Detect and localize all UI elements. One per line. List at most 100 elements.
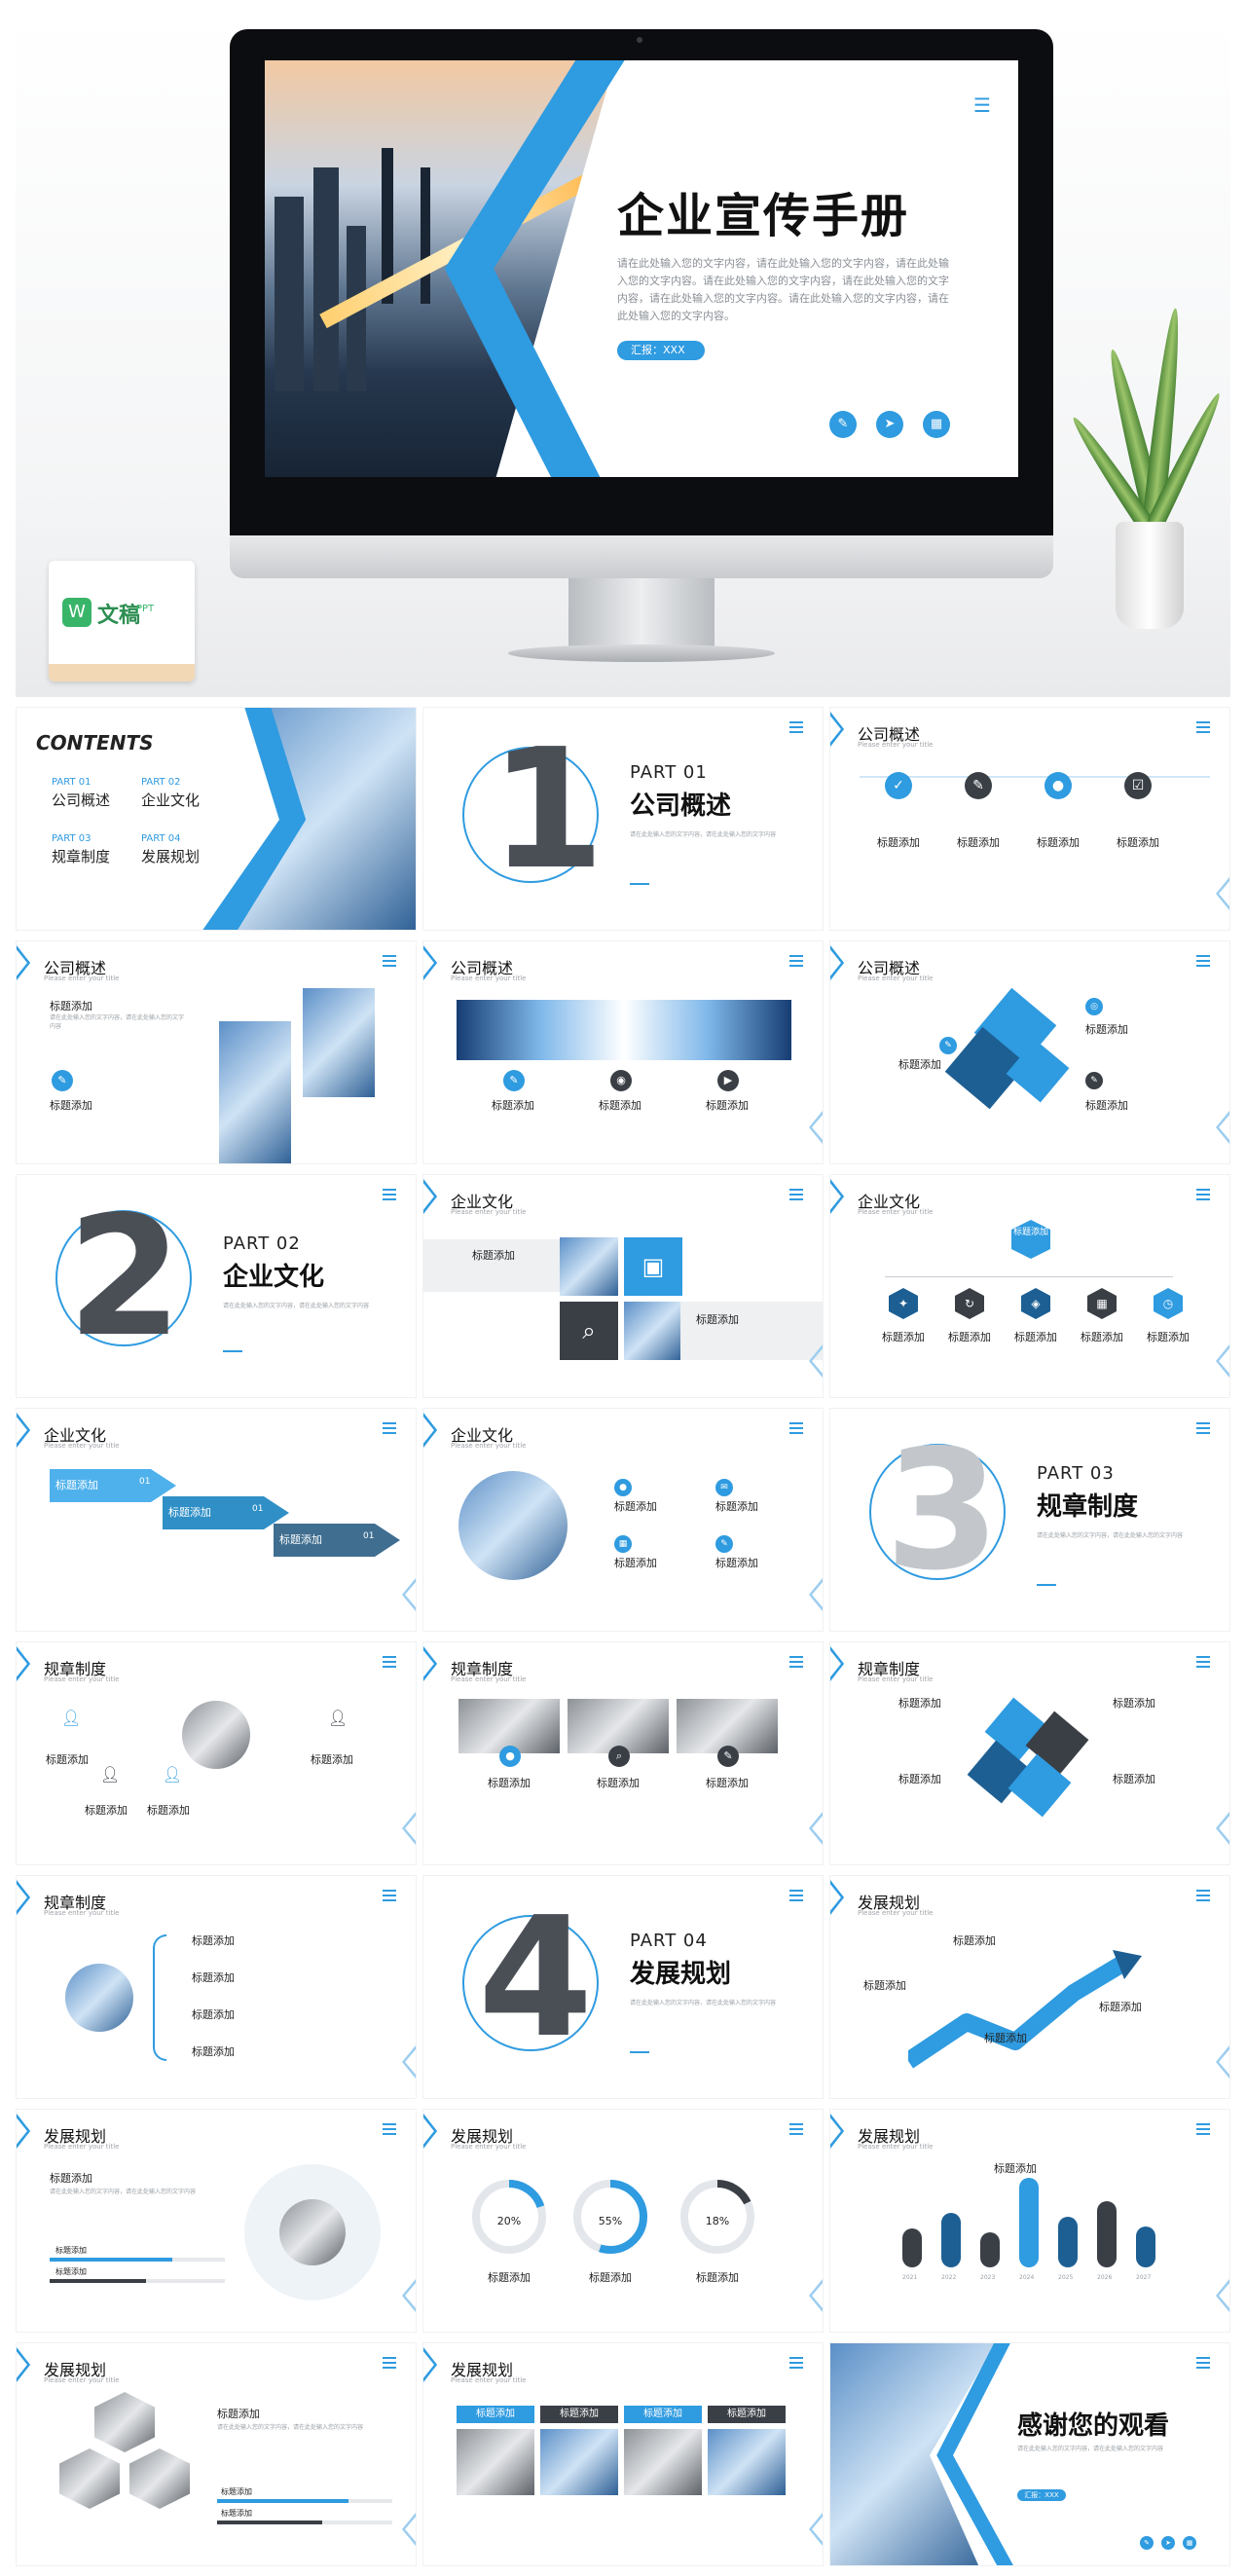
- tab-label[interactable]: 标题添加: [624, 2406, 702, 2423]
- menu-icon[interactable]: [1196, 2123, 1210, 2135]
- menu-icon[interactable]: [789, 1422, 803, 1434]
- slide-rules-list[interactable]: 规章制度 Please enter your title 标题添加 标题添加 标…: [16, 1875, 417, 2099]
- monitor-icon[interactable]: ▣: [624, 1237, 682, 1296]
- refresh-icon[interactable]: ↻: [955, 1288, 984, 1319]
- item-label: 标题添加: [614, 1557, 657, 1569]
- menu-icon[interactable]: [1196, 955, 1210, 967]
- slide-thanks[interactable]: 感谢您的观看 请在此处输入您的文字内容，请在此处输入您的文字内容 汇报：XXX …: [829, 2342, 1230, 2566]
- eye-icon[interactable]: ◉: [610, 1070, 632, 1091]
- menu-icon[interactable]: [383, 1422, 396, 1434]
- cursor-icon[interactable]: ➤: [1161, 2536, 1175, 2550]
- slide-rules-photos[interactable]: 规章制度 Please enter your title ● ⌕ ✎ 标题添加 …: [422, 1641, 824, 1865]
- slide-contents[interactable]: CONTENTS PART 01 公司概述 PART 02 企业文化 PART …: [16, 707, 417, 931]
- calendar-icon[interactable]: ▦: [614, 1535, 632, 1553]
- slide-plan-donuts[interactable]: 发展规划 Please enter your title 20% 55% 18%…: [422, 2109, 824, 2333]
- contents-item[interactable]: 公司概述: [52, 791, 111, 809]
- menu-icon[interactable]: [789, 1189, 803, 1200]
- menu-icon[interactable]: [1196, 1189, 1210, 1200]
- slide-plan-hexphotos[interactable]: 发展规划 Please enter your title 标题添加 请在此处输入…: [16, 2342, 417, 2566]
- slide-rules-puzzle[interactable]: 规章制度 Please enter your title 标题添加 标题添加 标…: [829, 1641, 1230, 1865]
- wallet-icon[interactable]: ◈: [1021, 1288, 1050, 1319]
- pencil-icon[interactable]: ✎: [715, 1535, 733, 1553]
- menu-icon[interactable]: [1196, 1422, 1210, 1434]
- brand-sub: PPT: [136, 604, 155, 614]
- slide-rules-people[interactable]: 规章制度 Please enter your title 👤︎ 标题添加 👤︎ …: [16, 1641, 417, 1865]
- contents-item[interactable]: 企业文化: [141, 791, 201, 809]
- item-label: 标题添加: [957, 836, 1000, 849]
- menu-icon[interactable]: [789, 1656, 803, 1668]
- menu-icon[interactable]: ☰: [973, 93, 991, 117]
- menu-icon[interactable]: [789, 1890, 803, 1901]
- contents-title: CONTENTS: [36, 731, 154, 754]
- cursor-icon[interactable]: ➤: [876, 411, 903, 438]
- slide-overview-circles[interactable]: 公司概述 Please enter your title ✓ ✎ ● ☑ 标题添…: [829, 707, 1230, 931]
- menu-icon[interactable]: [1196, 2357, 1210, 2369]
- slide-part-03[interactable]: 3 PART 03 规章制度 请在此处输入您的文字内容，请在此处输入您的文字内容: [829, 1408, 1230, 1632]
- menu-icon[interactable]: [1196, 721, 1210, 733]
- video-icon[interactable]: ▶: [717, 1070, 739, 1091]
- chat-icon[interactable]: ✉: [715, 1479, 733, 1496]
- slide-part-01[interactable]: 1 PART 01 公司概述 请在此处输入您的文字内容，请在此处输入您的文字内容: [422, 707, 824, 931]
- pencil-icon[interactable]: ✎: [1140, 2536, 1154, 2550]
- slide-culture-hexes[interactable]: 企业文化 Please enter your title 标题添加 ✦ ↻ ◈ …: [829, 1174, 1230, 1398]
- item-label: 标题添加: [1117, 836, 1159, 849]
- pencil-icon[interactable]: ✎: [503, 1070, 525, 1091]
- arrow-step-3: [274, 1524, 400, 1557]
- pencil-icon[interactable]: ✎: [965, 772, 992, 799]
- slide-plan-tabs[interactable]: 发展规划 Please enter your title 标题添加 标题添加 标…: [422, 2342, 824, 2566]
- menu-icon[interactable]: [789, 955, 803, 967]
- contents-item[interactable]: 规章制度: [52, 848, 111, 865]
- part-number: 3: [885, 1415, 1001, 1607]
- tab-label[interactable]: 标题添加: [540, 2406, 618, 2423]
- pencil-icon[interactable]: ✎: [939, 1037, 957, 1054]
- slide-overview-banner[interactable]: 公司概述 Please enter your title ✎ ◉ ▶ 标题添加 …: [422, 940, 824, 1164]
- menu-icon[interactable]: [383, 1890, 396, 1901]
- menu-icon[interactable]: [383, 1189, 396, 1200]
- slide-title: 公司概述: [858, 959, 921, 977]
- menu-icon[interactable]: [1196, 1656, 1210, 1668]
- pencil-icon[interactable]: ✎: [1085, 1072, 1103, 1089]
- menu-icon[interactable]: [383, 955, 396, 967]
- check-icon[interactable]: ☑: [1124, 772, 1152, 799]
- slide-overview-puzzle[interactable]: 公司概述 Please enter your title ✎ 标题添加 ◎ 标题…: [829, 940, 1230, 1164]
- gear-icon[interactable]: ✦: [889, 1288, 918, 1319]
- arrow-step-1: [50, 1469, 176, 1502]
- menu-icon[interactable]: [383, 2357, 396, 2369]
- clock-icon[interactable]: ◷: [1154, 1288, 1183, 1319]
- slide-overview-photos[interactable]: 公司概述 Please enter your title 标题添加 请在此处输入…: [16, 940, 417, 1164]
- item-label: 标题添加: [696, 2271, 739, 2284]
- menu-icon[interactable]: [383, 1656, 396, 1668]
- globe-icon[interactable]: ◎: [1085, 998, 1103, 1015]
- slide-part-02[interactable]: 2 PART 02 企业文化 请在此处输入您的文字内容，请在此处输入您的文字内容: [16, 1174, 417, 1398]
- slide-part-04[interactable]: 4 PART 04 发展规划 请在此处输入您的文字内容，请在此处输入您的文字内容: [422, 1875, 824, 2099]
- calendar-icon[interactable]: ▦: [923, 411, 950, 438]
- menu-icon[interactable]: [1196, 1890, 1210, 1901]
- user-icon[interactable]: ●: [1044, 772, 1072, 799]
- pencil-icon[interactable]: ✎: [717, 1746, 739, 1767]
- slide-culture-circle[interactable]: 企业文化 Please enter your title ● 标题添加 ✉ 标题…: [422, 1408, 824, 1632]
- menu-icon[interactable]: [789, 2357, 803, 2369]
- slide-culture-arrows[interactable]: 企业文化 Please enter your title 标题添加 01 标题添…: [16, 1408, 417, 1632]
- slide-plan-columns[interactable]: 发展规划 Please enter your title 标题添加 2021 2…: [829, 2109, 1230, 2333]
- menu-icon[interactable]: [383, 2123, 396, 2135]
- user-icon[interactable]: ●: [614, 1479, 632, 1496]
- monitor-base: [508, 644, 775, 662]
- slide-plan-bars[interactable]: 发展规划 Please enter your title 标题添加 请在此处输入…: [16, 2109, 417, 2333]
- tab-label[interactable]: 标题添加: [708, 2406, 786, 2423]
- slide-subtitle: Please enter your title: [44, 2376, 120, 2384]
- chevron-icon: [423, 2114, 437, 2149]
- shield-icon[interactable]: ✓: [885, 772, 912, 799]
- user-icon[interactable]: ●: [499, 1746, 521, 1767]
- search-icon[interactable]: ⌕: [560, 1302, 618, 1360]
- pencil-icon[interactable]: ✎: [829, 411, 857, 438]
- calendar-icon[interactable]: ▦: [1183, 2536, 1196, 2550]
- tab-label[interactable]: 标题添加: [457, 2406, 534, 2423]
- search-icon[interactable]: ⌕: [608, 1746, 630, 1767]
- menu-icon[interactable]: [789, 2123, 803, 2135]
- slide-culture-tiles[interactable]: 企业文化 Please enter your title 标题添加 ▣ ⌕ 标题…: [422, 1174, 824, 1398]
- pencil-icon[interactable]: ✎: [52, 1070, 73, 1091]
- menu-icon[interactable]: [789, 721, 803, 733]
- slide-plan-growth[interactable]: 发展规划 Please enter your title 标题添加 标题添加 标…: [829, 1875, 1230, 2099]
- contents-item[interactable]: 发展规划: [141, 848, 201, 865]
- grid-icon[interactable]: ▦: [1087, 1288, 1117, 1319]
